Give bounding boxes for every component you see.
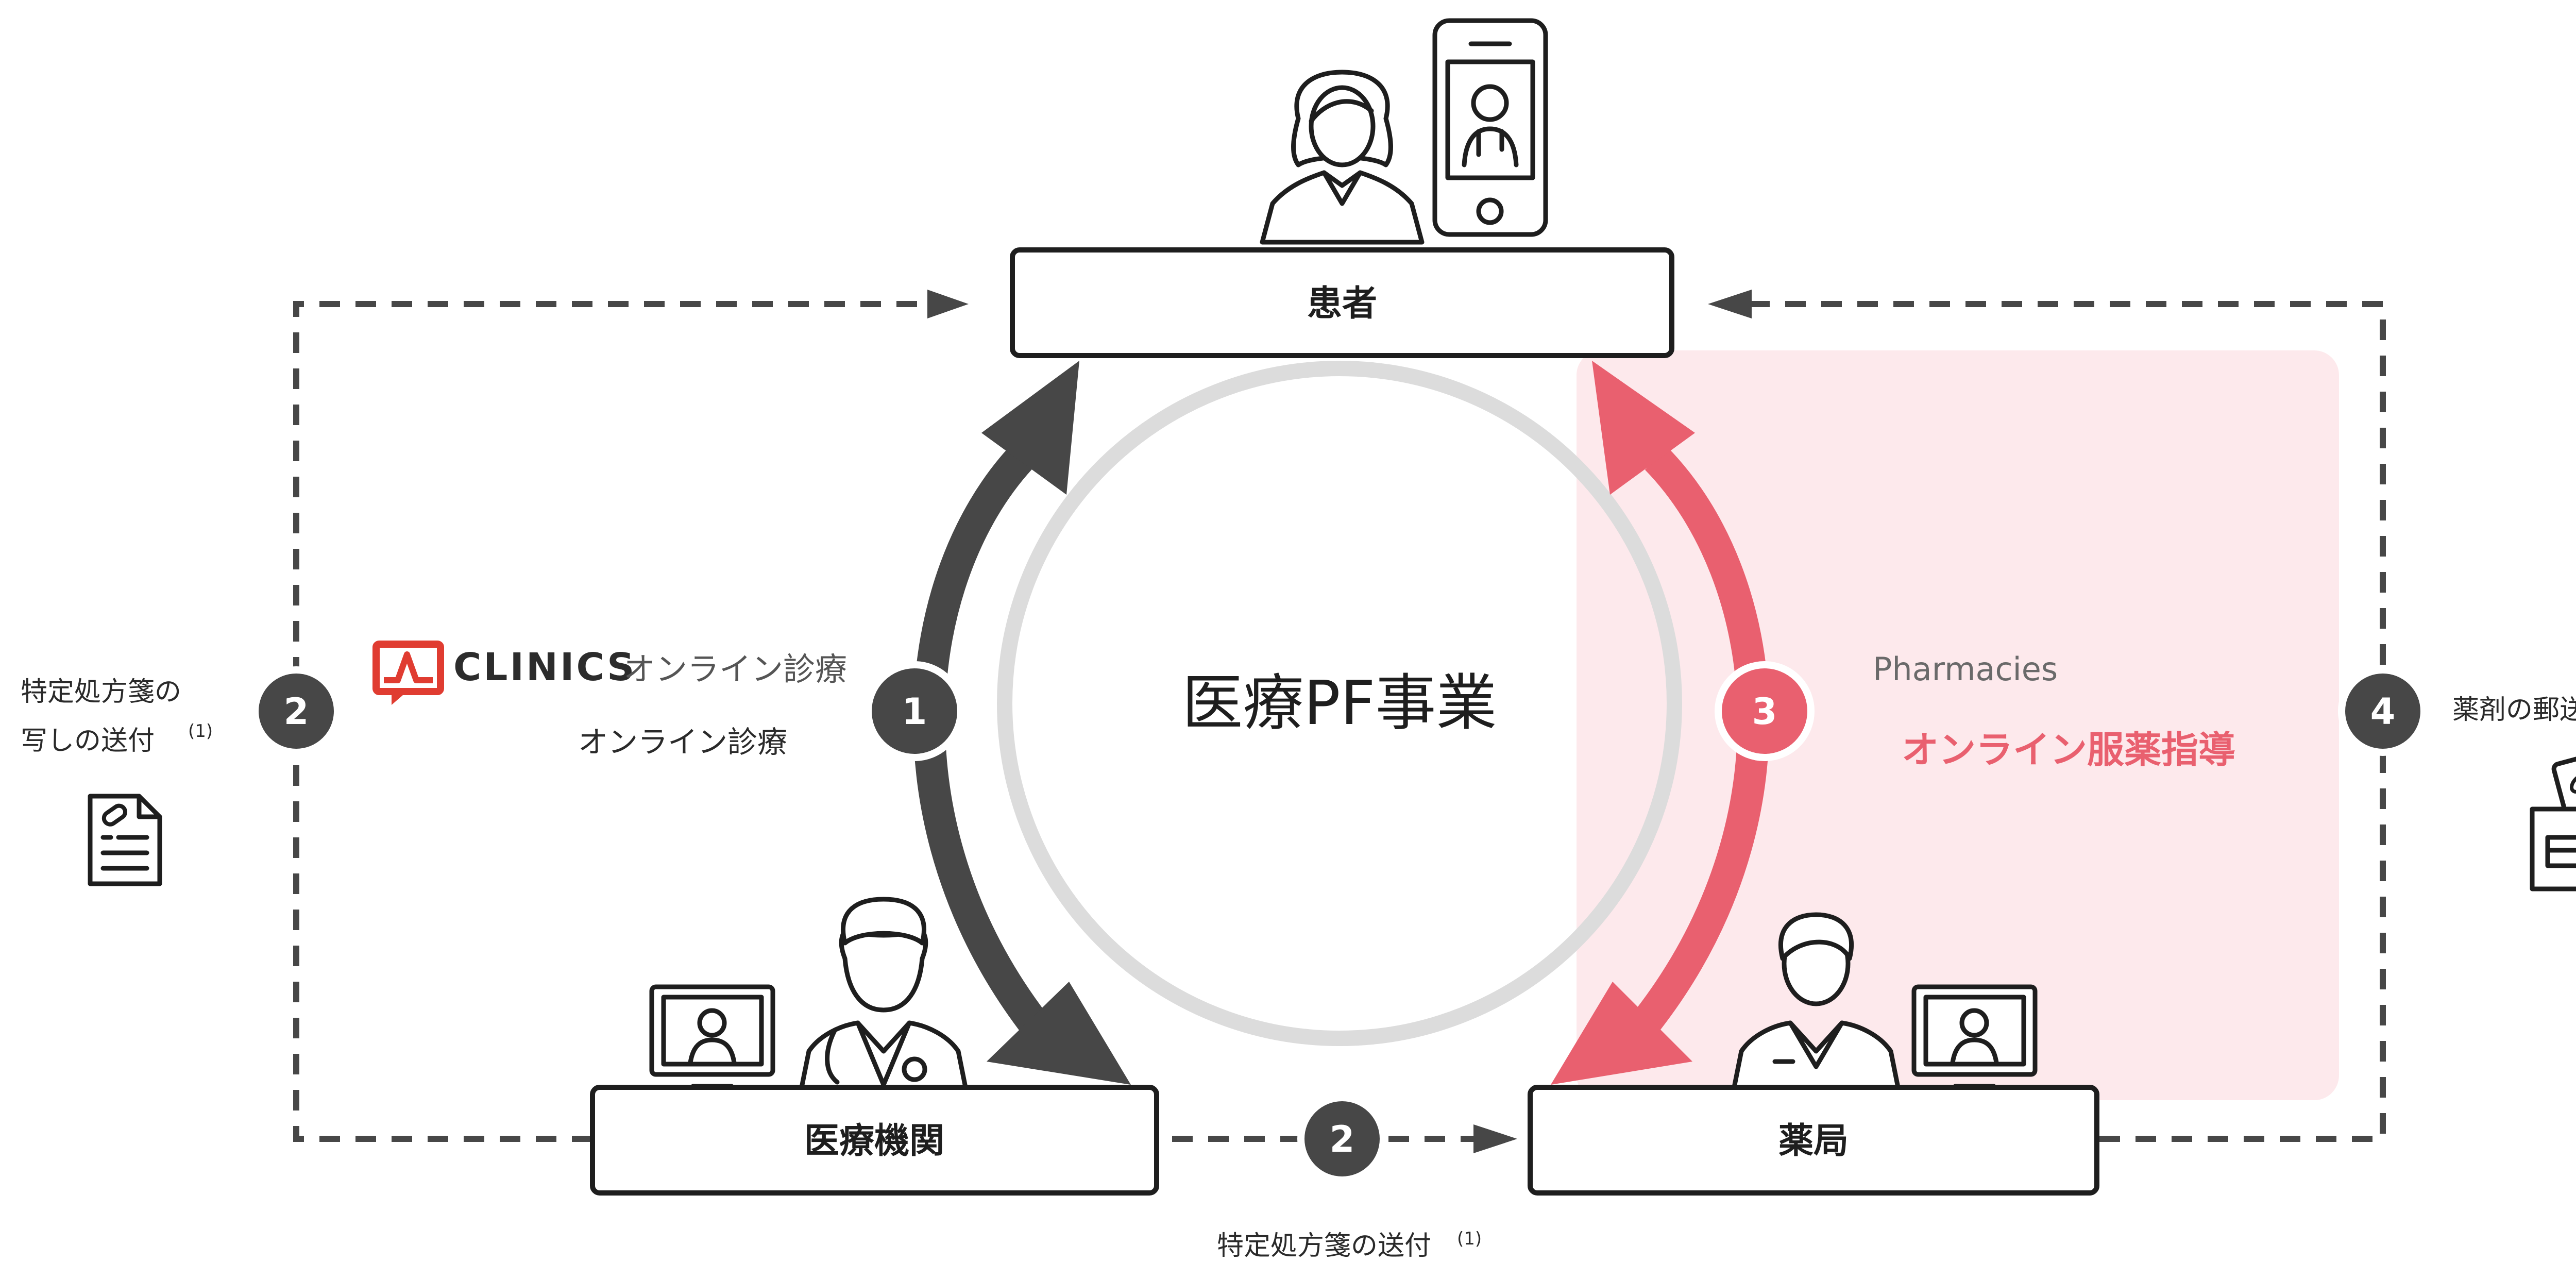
right-annotation: 薬剤の郵送/配送 xyxy=(2452,695,2576,726)
institution-node xyxy=(590,1085,1159,1196)
step-3-badge: 3 xyxy=(1715,661,1815,761)
clinics-service-name: オンライン診療 xyxy=(623,650,847,688)
arrowhead-bottom-to-pharmacy xyxy=(1473,1124,1517,1153)
svg-text:1: 1 xyxy=(902,691,927,733)
clinics-logo-text: CLINICS xyxy=(453,645,636,689)
pharmacist-icon xyxy=(1731,912,1901,1092)
arrowhead-to-patient-dark xyxy=(981,361,1079,495)
arrowhead-left-to-patient xyxy=(927,290,969,318)
svg-text:2: 2 xyxy=(1330,1118,1355,1160)
bottom-annotation: 特定処方箋の送付 xyxy=(1217,1231,1431,1261)
svg-text:3: 3 xyxy=(1752,691,1777,733)
left-annotation-line1: 特定処方箋の xyxy=(21,677,181,708)
svg-text:4: 4 xyxy=(2370,691,2396,733)
step-1-badge: 1 xyxy=(865,661,964,761)
institution-monitor-icon xyxy=(649,984,775,1089)
patient-icon xyxy=(1260,70,1425,245)
medicine-delivery-box-icon xyxy=(2530,751,2576,891)
online-guidance-label: オンライン服薬指導 xyxy=(1902,728,2235,771)
arrowhead-right-to-patient xyxy=(1708,290,1752,318)
smartphone-doctor-icon xyxy=(1432,18,1548,237)
dashed-path-left xyxy=(293,301,948,1142)
doctor-icon xyxy=(799,897,969,1092)
arrowhead-to-institution-dark xyxy=(987,982,1131,1085)
online-consultation-label: オンライン診療 xyxy=(578,725,787,760)
patient-node xyxy=(1010,247,1674,358)
pharmacy-node xyxy=(1528,1085,2099,1196)
pharmacy-monitor-icon xyxy=(1911,984,2038,1089)
bottom-annotation-footnote: (1) xyxy=(1457,1229,1482,1249)
clinics-logo-icon xyxy=(372,641,444,705)
step-2-bottom-badge: 2 xyxy=(1297,1094,1387,1184)
patient-label: 患者 xyxy=(1307,283,1377,324)
left-annotation-footnote: (1) xyxy=(188,721,213,742)
left-annotation-line2: 写しの送付 xyxy=(21,726,155,756)
arrowhead-to-pharmacy-pink xyxy=(1551,982,1692,1085)
center-label: 医療PF事業 xyxy=(1182,667,1497,738)
step-4-badge: 4 xyxy=(2338,666,2428,756)
pharmacies-logo-text: Pharmacies xyxy=(1873,650,2058,688)
svg-text:2: 2 xyxy=(284,691,309,733)
arrowhead-to-patient-pink xyxy=(1592,361,1695,495)
pharmacy-label: 薬局 xyxy=(1778,1121,1849,1162)
step-2-left-badge: 2 xyxy=(251,666,341,756)
platform-ring xyxy=(997,361,1682,1046)
institution-label: 医療機関 xyxy=(804,1121,944,1162)
prescription-document-icon xyxy=(88,794,162,886)
pharmacy-highlight-panel xyxy=(1577,350,2339,1100)
